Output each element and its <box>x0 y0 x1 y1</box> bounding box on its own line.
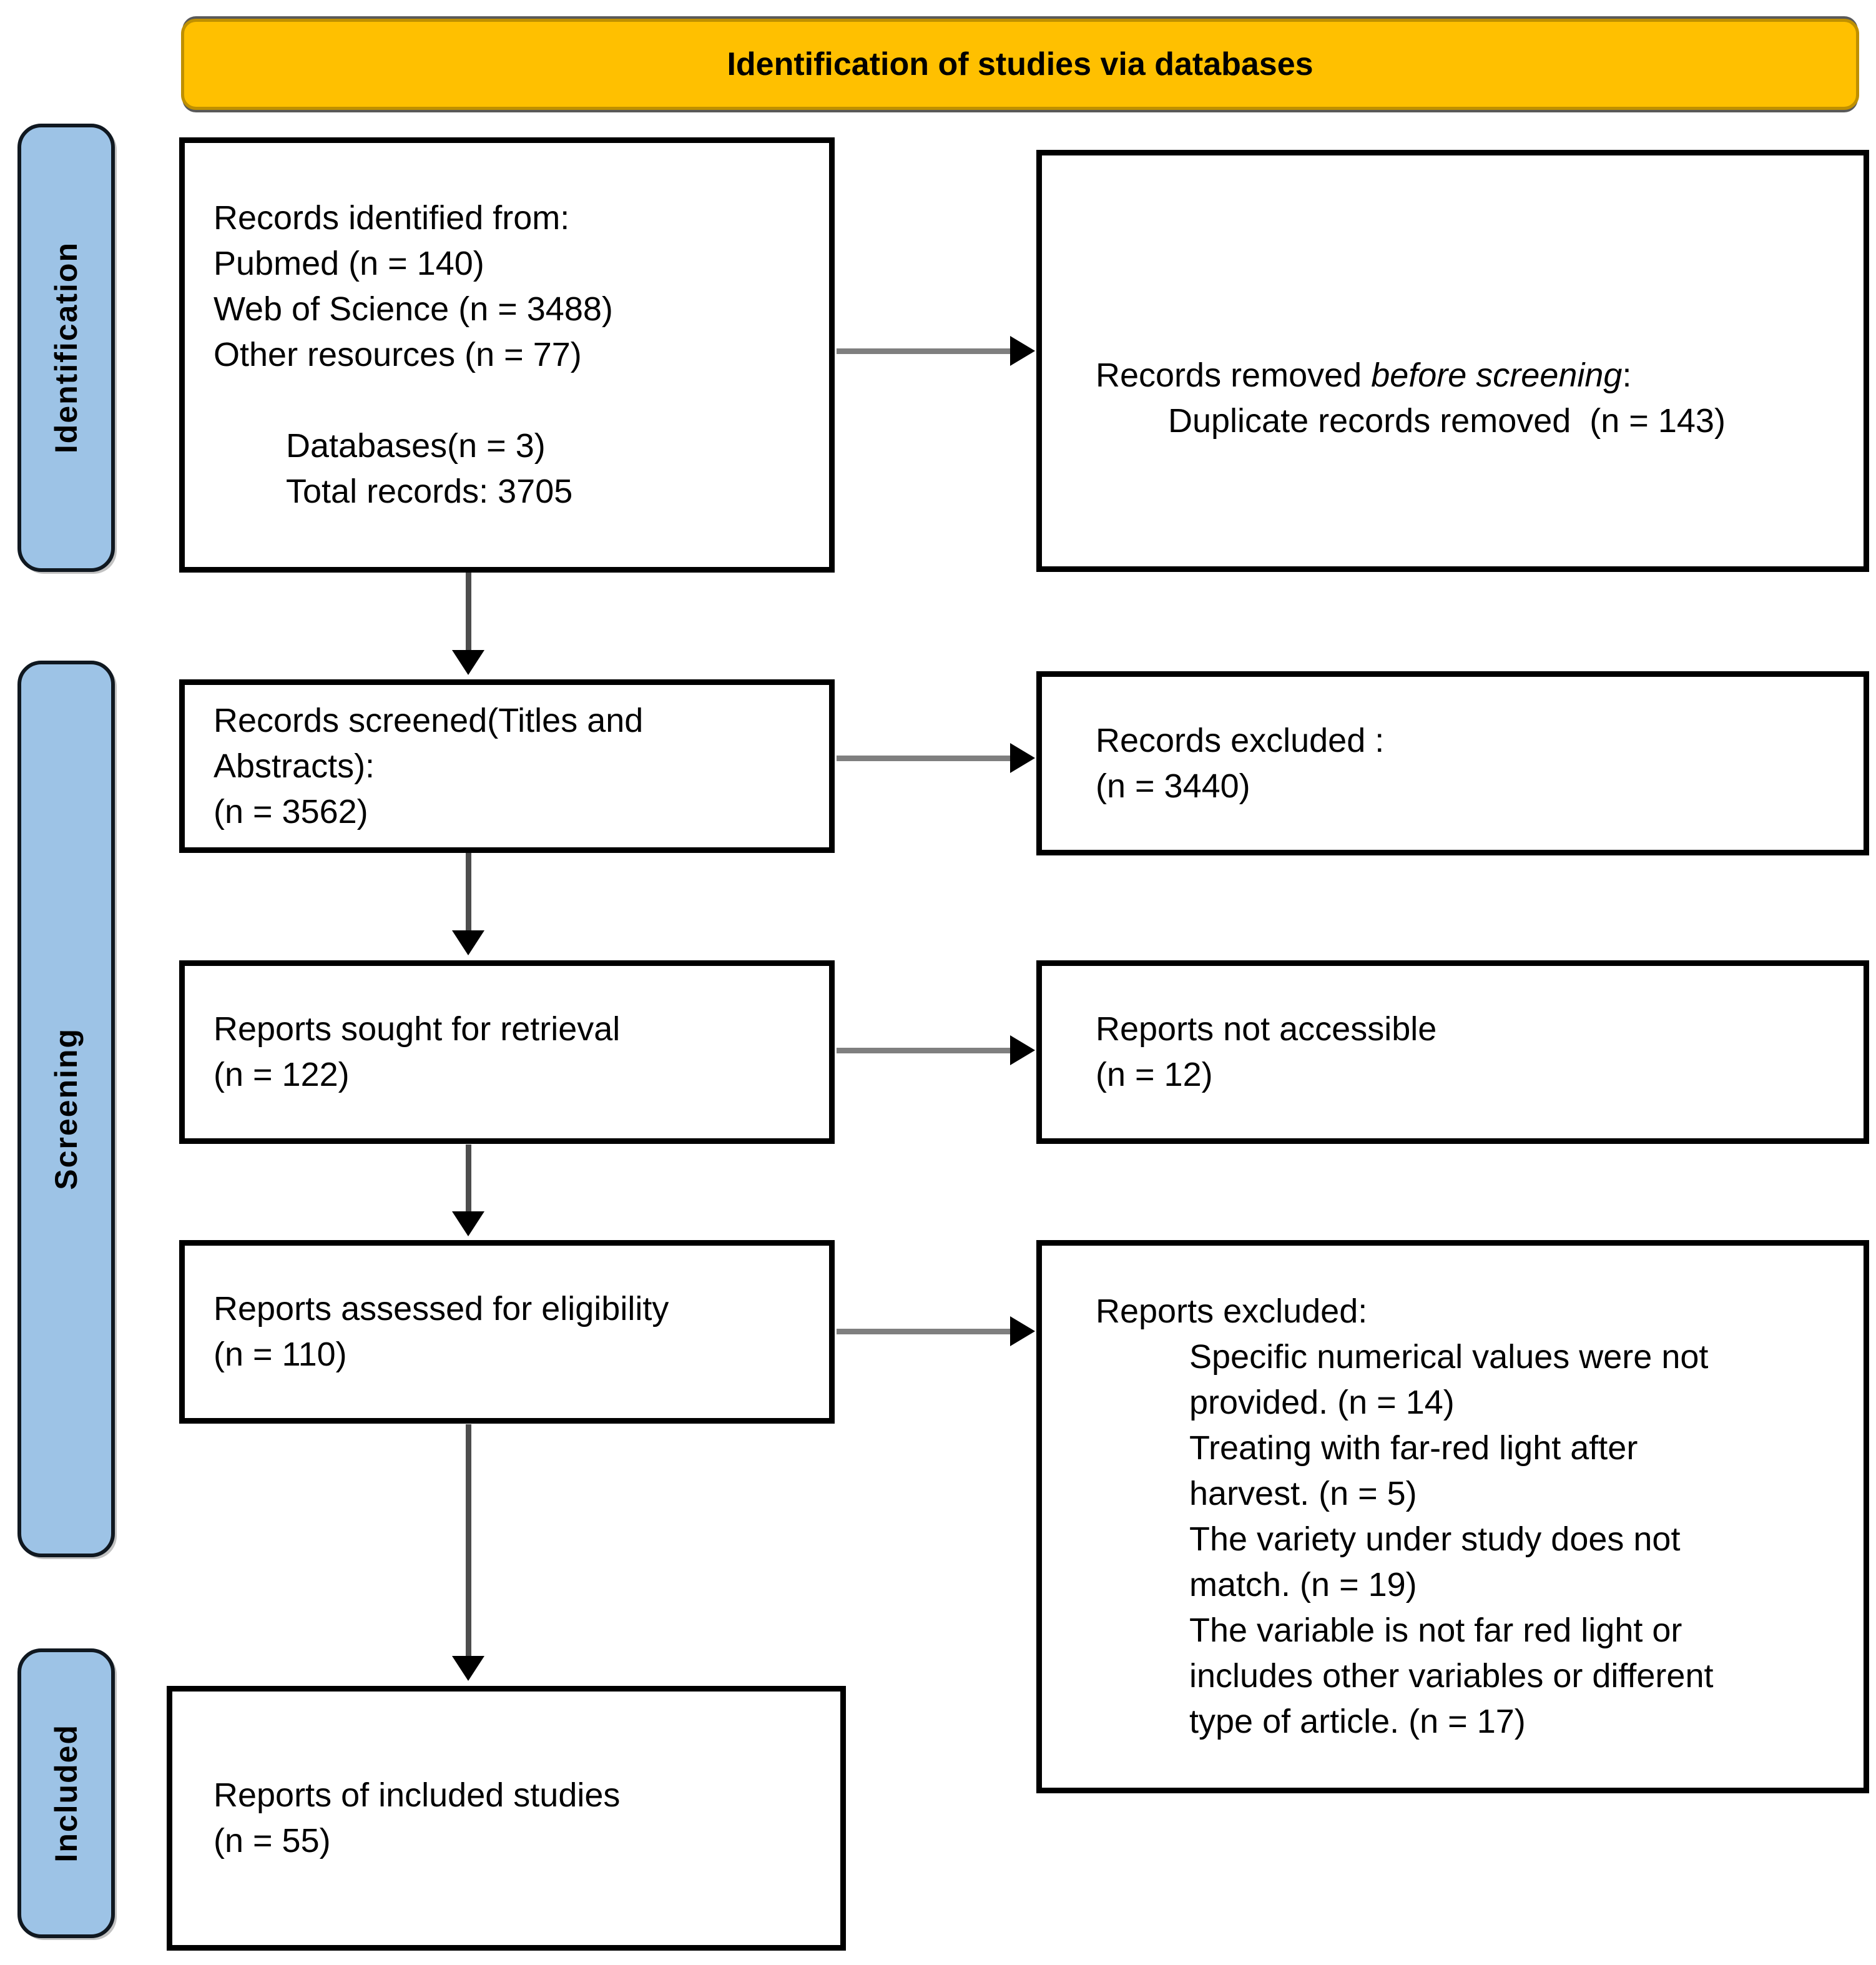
arrowhead-down-icon <box>452 930 484 955</box>
box-reports-excluded: Reports excluded: Specific numerical val… <box>1036 1240 1869 1793</box>
box-records-identified: Records identified from: Pubmed (n = 140… <box>179 137 835 573</box>
header-title: Identification of studies via databases <box>727 46 1314 82</box>
box-records-excluded: Records excluded : (n = 3440) <box>1036 671 1869 855</box>
arrowhead-right-icon <box>1010 336 1035 366</box>
box-reports-assessed: Reports assessed for eligibility (n = 11… <box>179 1240 835 1424</box>
records-screened-line2: Abstracts): <box>214 747 375 785</box>
reports-excluded-reason-line: The variable is not far red light or <box>1189 1612 1682 1649</box>
reports-excluded-reason-line: The variety under study does not <box>1189 1520 1681 1558</box>
box-reports-sought: Reports sought for retrieval (n = 122) <box>179 960 835 1144</box>
reports-excluded-reason-line: match. (n = 19) <box>1189 1566 1417 1603</box>
records-excluded-heading: Records excluded : <box>1096 721 1385 759</box>
records-screened-line1: Records screened(Titles and <box>214 701 644 739</box>
arrow-down-assessed-to-included <box>452 1424 484 1681</box>
arrow-down-sought-to-assessed <box>452 1145 484 1236</box>
arrow-shaft <box>837 1328 1010 1334</box>
reports-sought-count: (n = 122) <box>214 1056 350 1093</box>
stage-label-identification-text: Identification <box>49 242 84 454</box>
records-removed-italic: before screening <box>1371 357 1623 394</box>
arrow-right-sought-to-not-accessible <box>837 1035 1035 1065</box>
arrowhead-right-icon <box>1010 1035 1035 1065</box>
box-reports-not-accessible: Reports not accessible (n = 12) <box>1036 960 1869 1144</box>
records-removed-prefix: Records removed <box>1096 357 1372 394</box>
reports-excluded-reason-line: harvest. (n = 5) <box>1189 1475 1417 1512</box>
reports-excluded-reason-line: type of article. (n = 17) <box>1189 1703 1526 1740</box>
reports-sought-heading: Reports sought for retrieval <box>214 1010 621 1048</box>
reports-excluded-reason-line: Treating with far-red light after <box>1189 1429 1638 1467</box>
reports-assessed-count: (n = 110) <box>214 1336 347 1373</box>
stage-label-identification: Identification <box>17 124 115 572</box>
arrowhead-right-icon <box>1010 1316 1035 1346</box>
arrow-shaft <box>465 1424 471 1656</box>
records-identified-wos: Web of Science (n = 3488) <box>214 290 613 328</box>
arrow-shaft <box>465 573 471 650</box>
records-identified-heading: Records identified from: <box>214 199 570 237</box>
records-identified-other: Other resources (n = 77) <box>214 336 582 373</box>
reports-excluded-reason-line: provided. (n = 14) <box>1189 1384 1455 1421</box>
box-reports-included: Reports of included studies (n = 55) <box>167 1686 846 1951</box>
arrowhead-down-icon <box>452 1211 484 1236</box>
stage-label-included-text: Included <box>49 1724 84 1863</box>
records-removed-suffix: : <box>1622 357 1632 394</box>
reports-included-heading: Reports of included studies <box>214 1776 621 1814</box>
arrowhead-right-icon <box>1010 743 1035 773</box>
stage-label-screening: Screening <box>17 661 115 1557</box>
stage-label-included: Included <box>17 1648 115 1938</box>
arrow-down-identified-to-screened <box>452 573 484 675</box>
arrow-shaft <box>837 755 1010 761</box>
arrow-right-screened-to-excluded <box>837 743 1035 773</box>
arrow-shaft <box>465 853 471 930</box>
reports-not-accessible-count: (n = 12) <box>1096 1056 1213 1093</box>
header-banner: Identification of studies via databases <box>181 19 1859 110</box>
reports-assessed-heading: Reports assessed for eligibility <box>214 1290 669 1327</box>
box-records-removed: Records removed before screening: Duplic… <box>1036 150 1869 572</box>
records-identified-pubmed: Pubmed (n = 140) <box>214 245 484 282</box>
reports-excluded-reason-line: includes other variables or different <box>1189 1657 1714 1695</box>
records-identified-total: Total records: 3705 <box>286 473 573 510</box>
arrow-right-identified-to-removed <box>837 336 1035 366</box>
arrow-shaft <box>837 348 1010 354</box>
box-records-screened: Records screened(Titles and Abstracts): … <box>179 679 835 853</box>
reports-included-count: (n = 55) <box>214 1822 331 1859</box>
arrow-shaft <box>465 1145 471 1211</box>
records-identified-databases: Databases(n = 3) <box>286 427 546 465</box>
arrow-down-screened-to-sought <box>452 853 484 955</box>
records-excluded-count: (n = 3440) <box>1096 767 1250 805</box>
reports-excluded-heading: Reports excluded: <box>1096 1293 1368 1330</box>
arrow-right-assessed-to-excluded <box>837 1316 1035 1346</box>
records-removed-duplicates: Duplicate records removed (n = 143) <box>1168 402 1726 440</box>
stage-label-screening-text: Screening <box>49 1028 84 1190</box>
records-removed-heading: Records removed before screening: <box>1096 353 1849 398</box>
arrowhead-down-icon <box>452 1656 484 1681</box>
arrowhead-down-icon <box>452 650 484 675</box>
records-screened-count: (n = 3562) <box>214 792 368 830</box>
reports-excluded-reason-line: Specific numerical values were not <box>1189 1338 1709 1376</box>
arrow-shaft <box>837 1047 1010 1053</box>
reports-not-accessible-heading: Reports not accessible <box>1096 1010 1437 1048</box>
